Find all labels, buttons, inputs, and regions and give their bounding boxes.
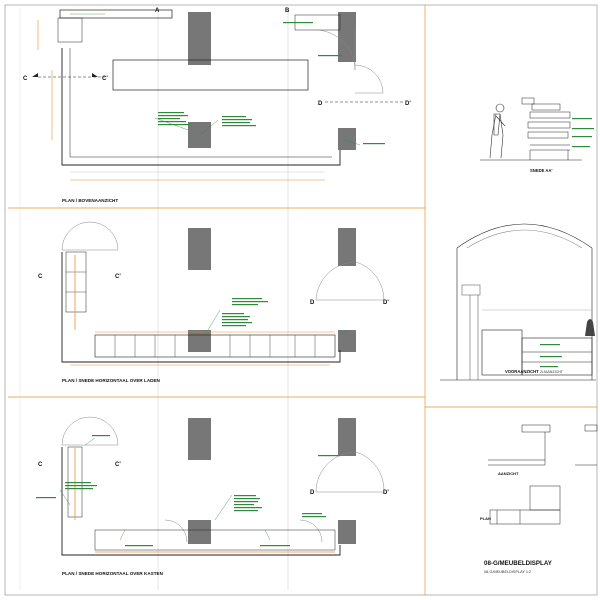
- small-details: AANZICHT PLAN: [480, 424, 598, 525]
- wall-block: [338, 330, 356, 352]
- wall-block: [188, 122, 211, 148]
- view-title-plan-2: PLAN / SNEDE HORIZONTAAL OVER LADEN: [62, 378, 161, 383]
- plan-snede-laden: C C' D D' PLAN / SNEDE HORIZONTAAL OVER …: [38, 221, 389, 383]
- annotation-text-blocks: [572, 118, 594, 148]
- section-mark-d-prime: D': [383, 300, 389, 306]
- wall-block: [338, 418, 356, 456]
- section-mark-c-prime: C': [102, 76, 108, 82]
- section-mark-c: C: [38, 274, 43, 280]
- view-title-plan-3: PLAN / SNEDE HORIZONTAAL OVER KASTEN: [62, 571, 164, 576]
- view-title-plan-small: PLAN: [480, 516, 491, 521]
- wall-block: [188, 228, 211, 270]
- human-figure: [489, 103, 506, 159]
- section-mark-c: C: [38, 462, 43, 468]
- section-mark-d: D: [310, 490, 315, 496]
- view-title-plan-1: PLAN / BOVENAANZICHT: [62, 198, 118, 203]
- section-mark-d-prime: D': [405, 101, 411, 107]
- sheet-subtitle: 08-G/MEUBELDISPLAY 1:2: [484, 570, 531, 574]
- sheet-frame: [4, 4, 598, 596]
- section-mark-d: D: [310, 300, 315, 306]
- wall-block: [338, 128, 356, 150]
- view-title-aanzicht: AANZICHT: [498, 471, 519, 476]
- grid-mark-b: B: [285, 8, 290, 14]
- wall-block: [188, 520, 211, 544]
- section-mark-c: C: [23, 76, 28, 82]
- section-mark-c-prime: C': [115, 274, 121, 280]
- wall-block: [338, 228, 356, 266]
- grid-mark-a: A: [155, 8, 160, 14]
- annotation-leaders: [70, 13, 361, 146]
- annotation-leaders: [204, 309, 349, 336]
- annotation-text-blocks: [36, 435, 340, 547]
- annotation-text-blocks: [540, 344, 562, 368]
- plan-snede-kasten: C C' D D' PLAN / SNEDE HORIZONTAAL OVER …: [36, 416, 389, 576]
- annotation-text-blocks: [222, 298, 268, 327]
- wall-block: [338, 12, 356, 62]
- wall-block: [188, 418, 211, 460]
- section-mark-d: D: [318, 101, 323, 107]
- display-unit-section: [480, 97, 582, 161]
- annotation-leaders: [59, 437, 271, 541]
- view-title-front: VOORAANZICHT: [505, 369, 539, 374]
- sheet-title: 08-G/MEUBELDISPLAY: [484, 560, 553, 567]
- section-mark-d-prime: D': [383, 490, 389, 496]
- wall-block: [188, 330, 211, 352]
- wall-block: [338, 520, 356, 544]
- view-title-side: ZIJAANZICHT: [540, 370, 564, 374]
- section-mark-c-prime: C': [115, 462, 121, 468]
- plan-bovenaanzicht: C C' D D' A B PLAN / BOVENAANZICHT: [23, 8, 411, 203]
- view-title-section-aa: SNEDE AA': [530, 168, 552, 173]
- front-view: VOORAANZICHT ZIJAANZICHT: [440, 223, 596, 381]
- wall-block: [188, 12, 211, 65]
- section-aa-view: SNEDE AA': [480, 97, 594, 173]
- annotation-text-blocks: [158, 22, 385, 145]
- human-silhouette: [585, 319, 595, 336]
